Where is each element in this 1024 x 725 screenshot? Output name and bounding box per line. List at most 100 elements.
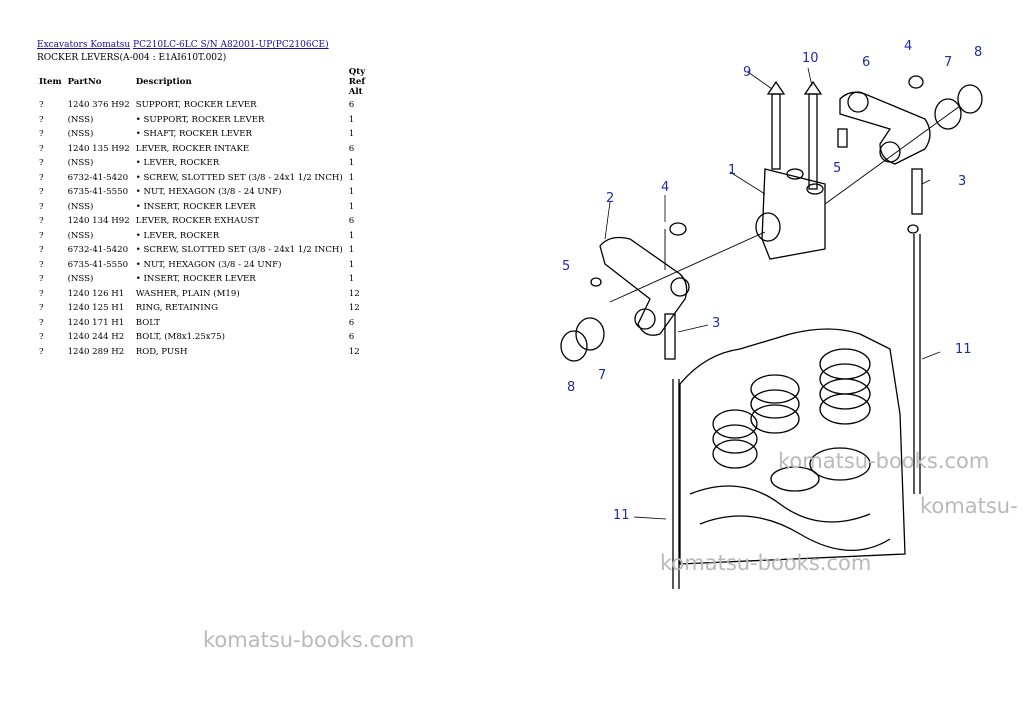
cell-description: • SCREW, SLOTTED SET (3/8 - 24x1 1/2 INC… xyxy=(135,245,343,256)
cell-qty: 6 xyxy=(348,143,355,154)
cell-item: ? xyxy=(39,346,44,357)
callout-6: 6 xyxy=(862,55,870,70)
table-row: ? 6735-41-5550 • NUT, HEXAGON (3/8 - 24 UN… xyxy=(36,258,372,273)
cell-item: ? xyxy=(39,288,44,299)
cell-partno: 6732-41-5420 xyxy=(67,245,129,256)
column-header-qty-ref-alt: Qty Ref Alt xyxy=(348,67,366,97)
cell-description: RING, RETAINING xyxy=(135,303,219,314)
table-row: ? 6732-41-5420 • SCREW, SLOTTED SET (3/8 -… xyxy=(36,171,372,186)
cell-partno: (NSS) xyxy=(67,114,94,125)
watermark: komatsu-books.com xyxy=(778,449,990,473)
cell-qty: 1 xyxy=(348,230,355,241)
cell-qty: 12 xyxy=(348,288,360,299)
table-row: ? 1240 289 H2 ROD, PUSH 12 xyxy=(36,345,372,360)
callout-labels: 9 10 6 4 7 8 1 5 3 2 4 5 3 7 8 11 11 xyxy=(562,39,982,523)
cell-partno: (NSS) xyxy=(67,230,94,241)
cell-qty: 1 xyxy=(348,172,355,183)
parts-table: Item PartNo Description Qty Ref Alt ? 124… xyxy=(36,66,372,359)
cell-description: • NUT, HEXAGON (3/8 - 24 UNF) xyxy=(135,259,282,270)
cell-qty: 12 xyxy=(348,303,360,314)
cell-description: • LEVER, ROCKER xyxy=(135,158,220,169)
cell-item: ? xyxy=(39,143,44,154)
cell-partno: 1240 126 H1 xyxy=(67,288,125,299)
callout-10: 10 xyxy=(802,51,819,66)
cell-partno: 6735-41-5550 xyxy=(67,259,129,270)
cell-qty: 1 xyxy=(348,259,355,270)
table-row: ? 1240 125 H1 RING, RETAINING 12 xyxy=(36,301,372,316)
cell-qty: 1 xyxy=(348,245,355,256)
cell-partno: 1240 244 H2 xyxy=(67,332,125,343)
cell-partno: (NSS) xyxy=(67,158,94,169)
callout-3: 3 xyxy=(958,174,966,189)
cell-description: BOLT, (M8x1.25x75) xyxy=(135,332,225,343)
cell-item: ? xyxy=(39,303,44,314)
cell-item: ? xyxy=(39,259,44,270)
cell-item: ? xyxy=(39,230,44,241)
exploded-parts-diagram: 9 10 6 4 7 8 1 5 3 2 4 5 3 7 8 11 11 xyxy=(560,39,983,589)
page-subtitle: ROCKER LEVERS(A-004 : E1AI610T.002) xyxy=(37,53,227,63)
cell-partno: 1240 171 H1 xyxy=(67,317,125,328)
cell-qty: 1 xyxy=(348,158,355,169)
callout-4: 4 xyxy=(904,39,912,54)
cell-description: • SCREW, SLOTTED SET (3/8 - 24x1 1/2 INC… xyxy=(135,172,343,183)
rocker-lever-right-drawing xyxy=(839,75,983,234)
cell-item: ? xyxy=(39,100,44,111)
cell-item: ? xyxy=(39,114,44,125)
cell-description: WASHER, PLAIN (M19) xyxy=(135,288,240,299)
cell-partno: 6732-41-5420 xyxy=(67,172,129,183)
cell-qty: 12 xyxy=(348,346,360,357)
callout-8b: 8 xyxy=(567,380,575,395)
cell-item: ? xyxy=(39,317,44,328)
cell-qty: 6 xyxy=(348,317,355,328)
table-row: ? 1240 244 H2 BOLT, (M8x1.25x75) 6 xyxy=(36,330,372,345)
cell-description: • INSERT, ROCKER LEVER xyxy=(135,201,256,212)
callout-4b: 4 xyxy=(661,180,669,195)
table-row: ? (NSS) • LEVER, ROCKER 1 xyxy=(36,229,372,244)
column-header-description: Description xyxy=(135,77,192,87)
column-header-partno: PartNo xyxy=(67,77,102,87)
cell-partno: 1240 376 H92 xyxy=(67,100,130,111)
callout-1: 1 xyxy=(728,163,736,178)
cell-qty: 1 xyxy=(348,187,355,198)
cell-item: ? xyxy=(39,332,44,343)
table-header-row: Item PartNo Description Qty Ref Alt xyxy=(36,66,372,98)
table-row: ? 1240 134 H92 LEVER, ROCKER EXHAUST 6 xyxy=(36,214,372,229)
cell-description: • NUT, HEXAGON (3/8 - 24 UNF) xyxy=(135,187,282,198)
watermark: komatsu-books.com xyxy=(203,628,415,652)
breadcrumb-link-model[interactable]: PC210LC-6LC S/N A82001-UP(PC2106CE) xyxy=(133,40,329,50)
cell-partno: (NSS) xyxy=(67,129,94,140)
cell-qty: 6 xyxy=(348,216,355,227)
callout-3b: 3 xyxy=(712,316,720,331)
watermark: komatsu- xyxy=(920,494,1018,518)
cell-item: ? xyxy=(39,216,44,227)
cell-partno: 6735-41-5550 xyxy=(67,187,129,198)
cell-item: ? xyxy=(39,274,44,285)
table-row: ? 1240 126 H1 WASHER, PLAIN (M19) 12 xyxy=(36,287,372,302)
cell-description: LEVER, ROCKER EXHAUST xyxy=(135,216,260,227)
cell-partno: (NSS) xyxy=(67,274,94,285)
cell-description: SUPPORT, ROCKER LEVER xyxy=(135,100,257,111)
cell-item: ? xyxy=(39,187,44,198)
breadcrumb-link-category[interactable]: Excavators Komatsu xyxy=(37,40,131,50)
cell-description: ROD, PUSH xyxy=(135,346,188,357)
cell-item: ? xyxy=(39,158,44,169)
callout-9: 9 xyxy=(743,65,751,80)
callout-7b: 7 xyxy=(598,368,606,383)
cell-partno: (NSS) xyxy=(67,201,94,212)
cell-description: BOLT xyxy=(135,317,160,328)
cell-description: • LEVER, ROCKER xyxy=(135,230,220,241)
column-header-item: Item xyxy=(39,77,62,87)
cell-partno: 1240 125 H1 xyxy=(67,303,125,314)
cell-partno: 1240 289 H2 xyxy=(67,346,125,357)
callout-11b: 11 xyxy=(613,508,630,523)
table-row: ?6732-41-5420• SCREW, SLOTTED SET (3/8 -… xyxy=(36,243,372,258)
cell-partno: 1240 134 H92 xyxy=(67,216,130,227)
table-row: ? 6735-41-5550 • NUT, HEXAGON (3/8 - 24 UN… xyxy=(36,185,372,200)
cell-item: ? xyxy=(39,172,44,183)
cell-qty: 6 xyxy=(348,332,355,343)
